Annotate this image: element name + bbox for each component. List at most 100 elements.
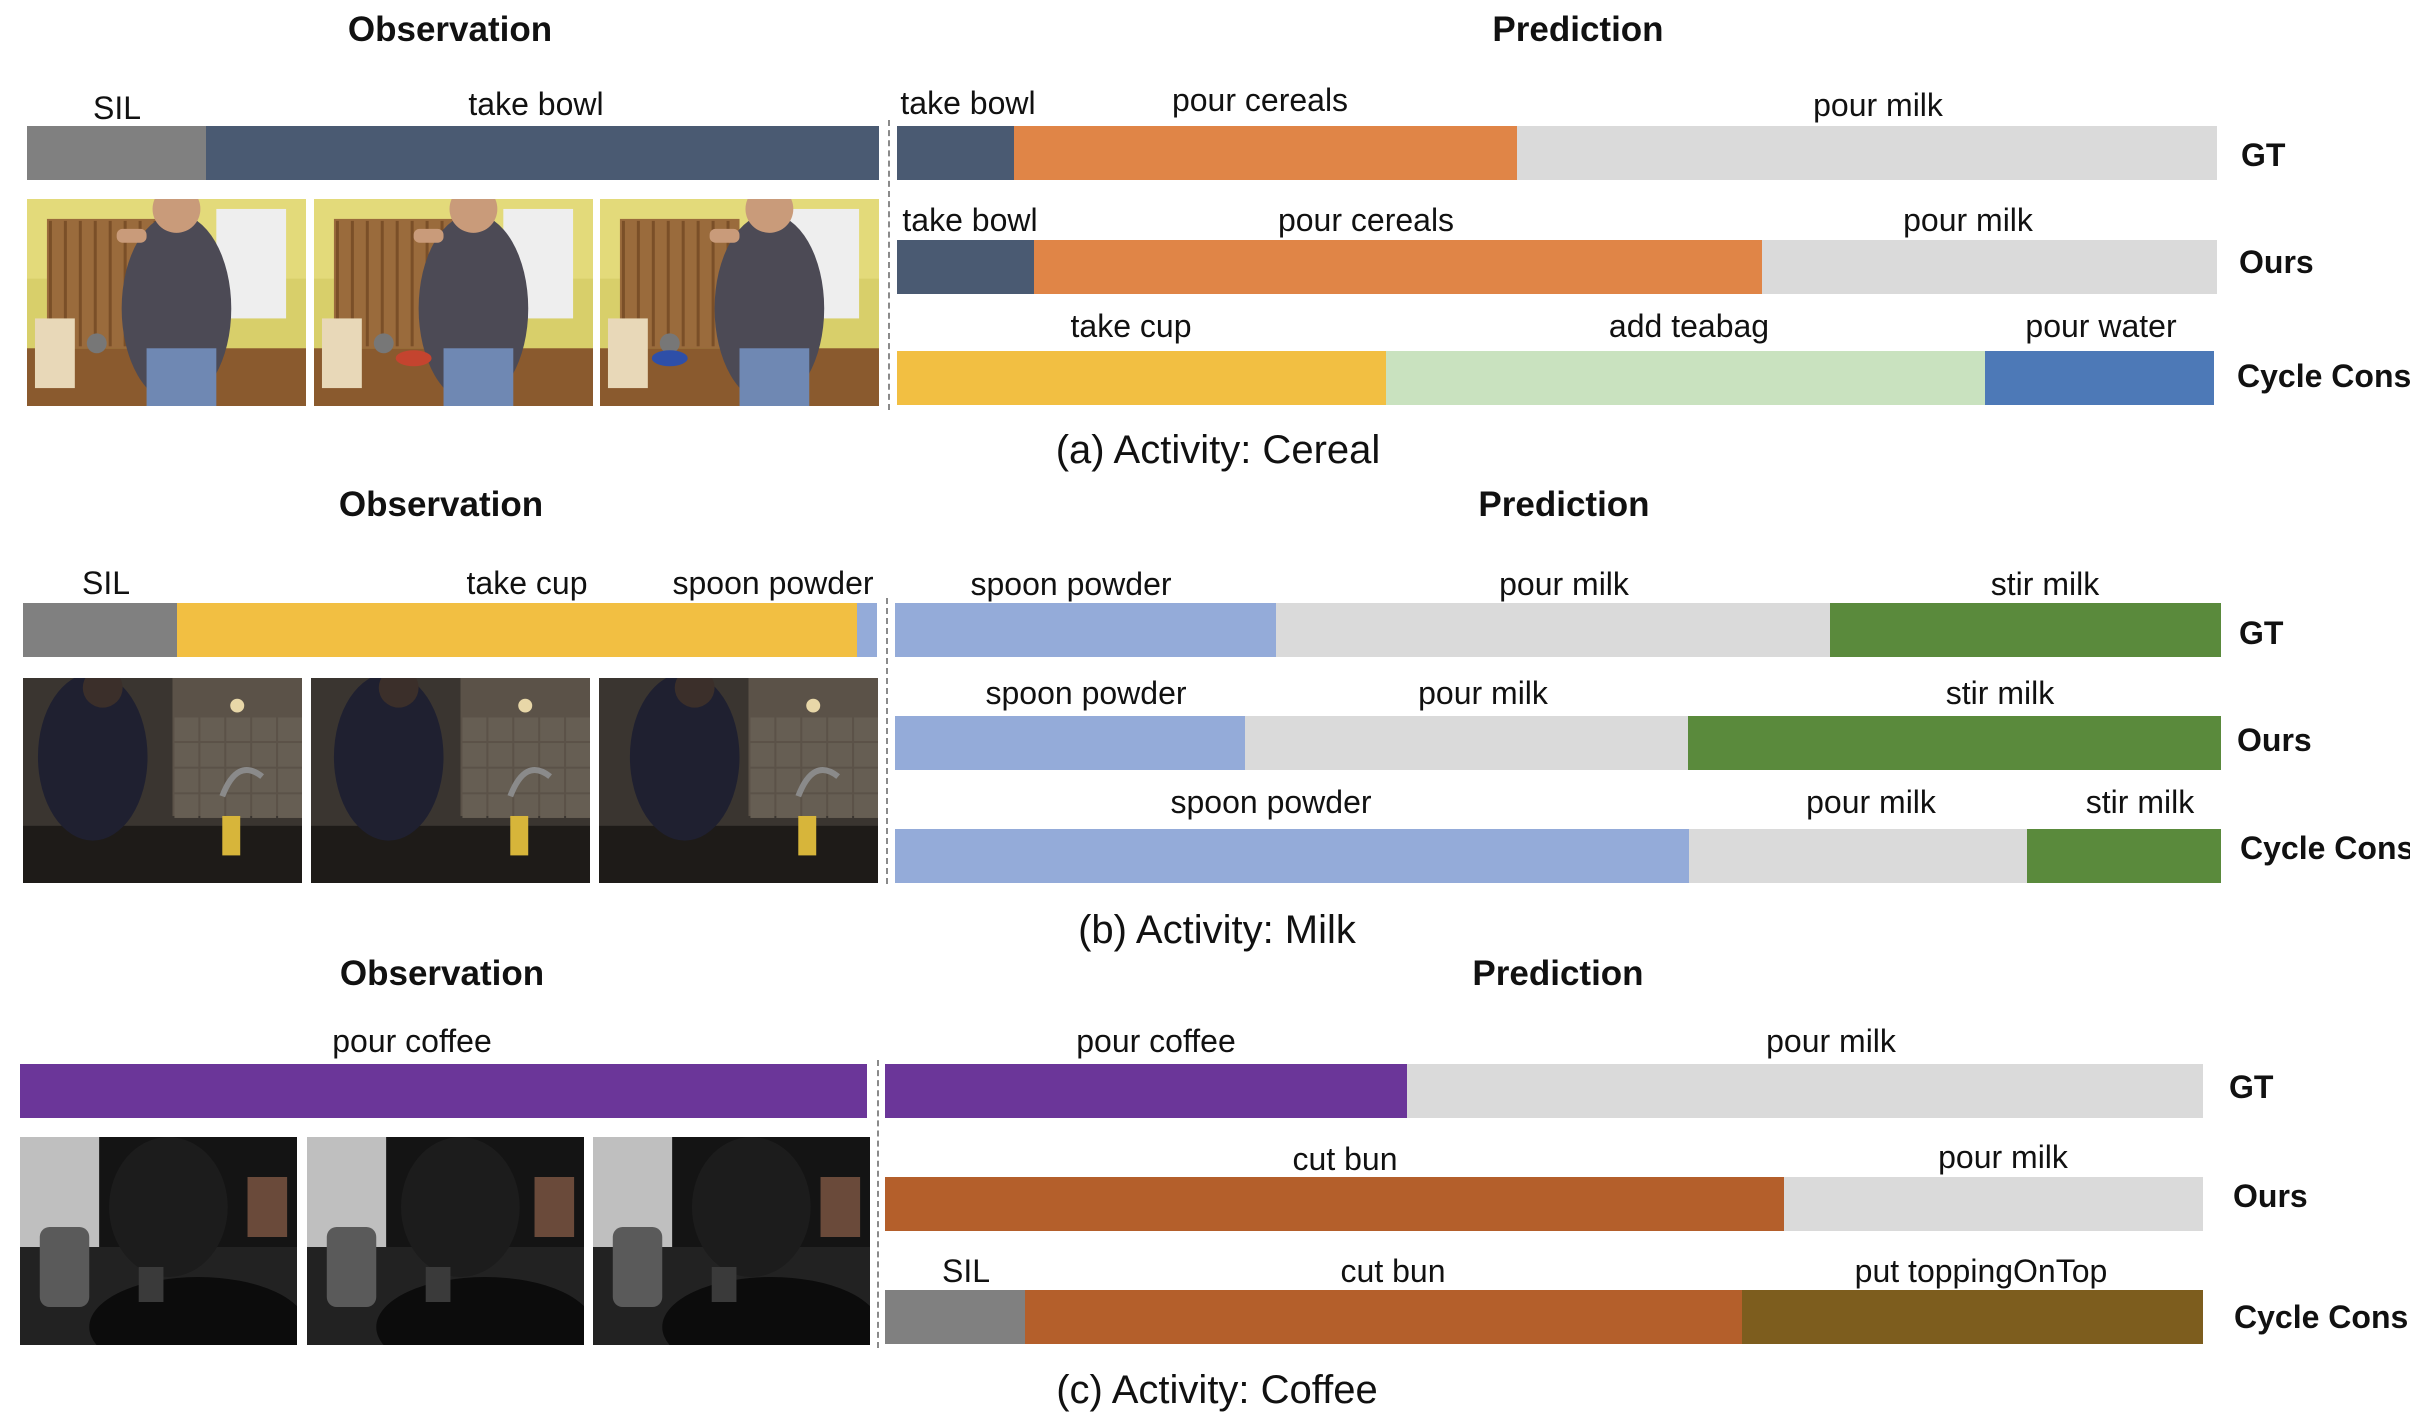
prediction-segment-label: cut bun xyxy=(1292,1141,1398,1177)
prediction-segment xyxy=(885,1177,1784,1231)
prediction-segment-label: pour milk xyxy=(1806,784,1936,820)
prediction-segment xyxy=(885,1290,1025,1344)
prediction-bar-ours xyxy=(897,240,2217,294)
row-label: Ours xyxy=(2239,244,2314,280)
prediction-bar-gt xyxy=(897,126,2217,180)
prediction-segment-label: take bowl xyxy=(902,202,1038,238)
observation-segment xyxy=(20,1064,867,1118)
prediction-title: Prediction xyxy=(1478,485,1650,524)
observation-segment xyxy=(27,126,206,180)
prediction-segment xyxy=(1761,240,2217,294)
prediction-segment xyxy=(895,829,1690,883)
prediction-segment-label: spoon powder xyxy=(970,566,1172,602)
row-label: Cycle Cons. xyxy=(2237,358,2410,394)
observation-frame-image xyxy=(311,678,590,883)
prediction-segment-label: spoon powder xyxy=(985,675,1187,711)
prediction-segment xyxy=(2027,829,2221,883)
observation-segment xyxy=(857,603,877,657)
prediction-segment-label: cut bun xyxy=(1340,1253,1446,1289)
prediction-title: Prediction xyxy=(1472,954,1644,993)
row-label: GT xyxy=(2229,1069,2274,1105)
observation-segment xyxy=(176,603,858,657)
observation-prediction-divider xyxy=(888,120,890,410)
prediction-segment-label: put toppingOnTop xyxy=(1854,1253,2108,1289)
prediction-segment xyxy=(1689,829,2028,883)
observation-segment-label: spoon powder xyxy=(672,565,874,601)
prediction-segment xyxy=(1245,716,1688,770)
prediction-bar-gt xyxy=(885,1064,2203,1118)
prediction-bar-cycle-cons xyxy=(897,351,2214,405)
prediction-segment xyxy=(1275,603,1830,657)
observation-segment-label: SIL xyxy=(81,565,131,601)
prediction-segment-label: pour milk xyxy=(1938,1139,2068,1175)
prediction-bar-ours xyxy=(895,716,2221,770)
observation-segment-label: pour coffee xyxy=(332,1023,492,1059)
observation-bar xyxy=(23,603,877,657)
prediction-bar-cycle-cons xyxy=(885,1290,2203,1344)
prediction-segment-label: take cup xyxy=(1070,308,1192,344)
prediction-segment-label: stir milk xyxy=(2085,784,2195,820)
prediction-segment-label: pour milk xyxy=(1813,87,1943,123)
observation-segment xyxy=(205,126,879,180)
prediction-segment-label: stir milk xyxy=(1945,675,2055,711)
prediction-segment-label: stir milk xyxy=(1990,566,2100,602)
prediction-segment-label: take bowl xyxy=(900,85,1036,121)
prediction-segment xyxy=(1406,1064,2203,1118)
prediction-segment xyxy=(1385,351,1985,405)
observation-frame-image xyxy=(20,1137,297,1345)
observation-prediction-divider xyxy=(877,1060,879,1348)
row-label: Ours xyxy=(2233,1178,2308,1214)
prediction-segment-label: pour milk xyxy=(1766,1023,1896,1059)
prediction-segment-label: SIL xyxy=(941,1253,991,1289)
prediction-segment-label: spoon powder xyxy=(1170,784,1372,820)
prediction-segment-label: pour milk xyxy=(1499,566,1629,602)
prediction-segment-label: pour cereals xyxy=(1277,202,1455,238)
row-label: Cycle Cons. xyxy=(2240,830,2410,866)
prediction-segment-label: pour milk xyxy=(1418,675,1548,711)
prediction-segment xyxy=(1014,126,1518,180)
prediction-bar-cycle-cons xyxy=(895,829,2221,883)
observation-frame-image xyxy=(593,1137,870,1345)
panel-caption: (c) Activity: Coffee xyxy=(1056,1368,1378,1412)
panel-caption: (a) Activity: Cereal xyxy=(1055,428,1381,472)
prediction-segment xyxy=(1741,1290,2203,1344)
prediction-segment xyxy=(897,126,1015,180)
observation-prediction-divider xyxy=(886,598,888,884)
prediction-segment-label: add teabag xyxy=(1608,308,1770,344)
observation-bar xyxy=(20,1064,867,1118)
prediction-bar-ours xyxy=(885,1177,2203,1231)
prediction-bar-gt xyxy=(895,603,2221,657)
observation-segment-label: take cup xyxy=(466,565,588,601)
prediction-segment xyxy=(885,1064,1407,1118)
observation-frame-image xyxy=(600,199,879,406)
observation-frame-image xyxy=(27,199,306,406)
prediction-segment xyxy=(1034,240,1762,294)
observation-frame-image xyxy=(23,678,302,883)
row-label: Cycle Cons. xyxy=(2234,1299,2410,1335)
row-label: Ours xyxy=(2237,722,2312,758)
prediction-segment xyxy=(1517,126,2217,180)
row-label: GT xyxy=(2241,137,2286,173)
prediction-segment xyxy=(895,716,1246,770)
prediction-segment xyxy=(895,603,1276,657)
prediction-segment-label: pour coffee xyxy=(1076,1023,1236,1059)
prediction-segment-label: pour cereals xyxy=(1171,82,1349,118)
observation-title: Observation xyxy=(339,954,545,993)
prediction-segment xyxy=(897,240,1035,294)
prediction-segment xyxy=(1024,1290,1742,1344)
prediction-segment-label: pour water xyxy=(2025,308,2177,344)
observation-segment-label: SIL xyxy=(92,90,142,126)
observation-frame-image xyxy=(314,199,593,406)
observation-segment-label: take bowl xyxy=(468,86,604,122)
prediction-segment-label: pour milk xyxy=(1903,202,2033,238)
row-label: GT xyxy=(2239,615,2284,651)
prediction-segment xyxy=(1783,1177,2203,1231)
observation-bar xyxy=(27,126,879,180)
prediction-title: Prediction xyxy=(1492,10,1664,49)
prediction-segment xyxy=(1687,716,2221,770)
prediction-segment xyxy=(1829,603,2221,657)
observation-segment xyxy=(23,603,177,657)
observation-title: Observation xyxy=(338,485,544,524)
observation-frame-image xyxy=(307,1137,584,1345)
observation-title: Observation xyxy=(347,10,553,49)
